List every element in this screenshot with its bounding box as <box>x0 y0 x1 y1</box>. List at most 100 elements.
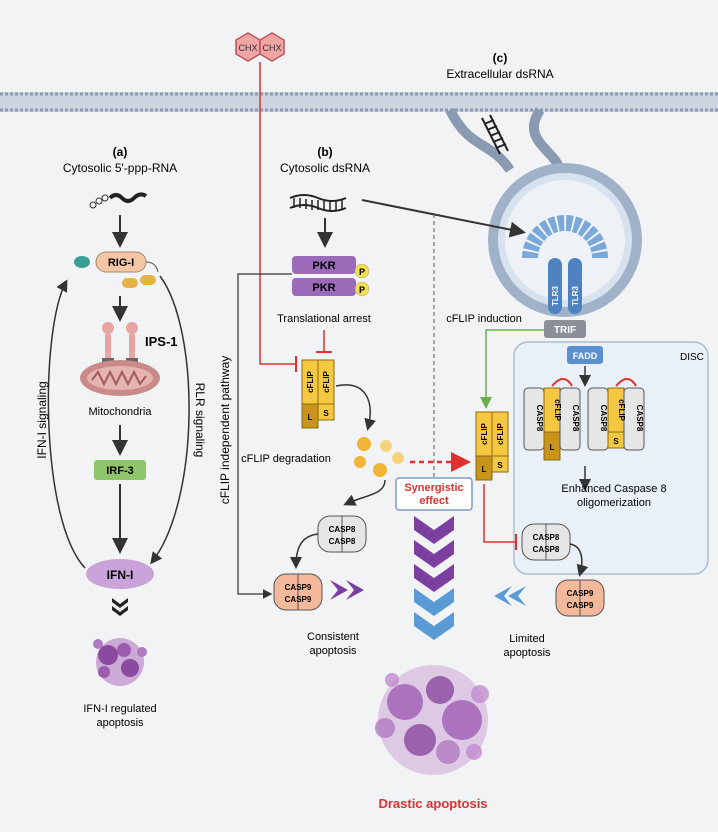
mitochondria-icon <box>80 360 160 396</box>
rig-i-protein: RIG-I <box>74 251 159 288</box>
induction-arrow <box>480 329 544 409</box>
chx-inhibition-line <box>259 62 296 365</box>
cflip-degradation-label: cFLIP degradation <box>241 453 331 465</box>
cflip-b-s: S <box>323 409 329 418</box>
cflip-degradation-dots <box>354 437 404 477</box>
ppp-rna-icon <box>89 192 148 209</box>
rlr-signaling-label: RLR signaling <box>193 383 207 458</box>
casp9-dimer-b: CASP9 CASP9 <box>273 573 323 611</box>
apoptosis-cell-a <box>93 638 147 686</box>
tlr3-label-2: TLR3 <box>571 285 580 306</box>
disc-complex-right: CASP8 cFLIP S CASP8 <box>587 378 645 451</box>
disc-complex-left: CASP8 cFLIP L CASP8 <box>523 378 581 461</box>
synergy-line2: effect <box>419 495 449 507</box>
extracellular-dsrna-icon <box>481 114 509 155</box>
panel-b-letter: (b) <box>317 145 332 159</box>
disc-l-casp8-2: CASP8 <box>571 405 580 432</box>
phospho-label-top: P <box>359 267 365 277</box>
casp9-c-label-1: CASP9 <box>567 589 594 598</box>
disc-l-l: L <box>550 443 555 452</box>
disc-l-cflip: cFLIP <box>553 399 562 421</box>
synergy-line1: Synergistic <box>404 482 463 494</box>
casp9-dimer-c: CASP9 CASP9 <box>555 579 605 617</box>
cflip-c-label-1: cFLIP <box>480 422 489 444</box>
ips-1-protein: IPS-1 <box>102 322 178 364</box>
cell-membrane <box>0 92 718 112</box>
disc-r-cflip: cFLIP <box>617 399 626 421</box>
disc-r-casp8-2: CASP8 <box>635 405 644 432</box>
casp9-b-label-1: CASP9 <box>285 583 312 592</box>
disc-label: DISC <box>680 352 704 363</box>
cflip-c-l: L <box>482 465 487 474</box>
ifn-i-label: IFN-I <box>107 568 134 582</box>
mitochondria-label: Mitochondria <box>89 406 153 418</box>
disc-r-s: S <box>613 437 619 446</box>
casp9-b-label-2: CASP9 <box>285 595 312 604</box>
translational-arrest-label: Translational arrest <box>277 313 371 325</box>
enhanced-line1: Enhanced Caspase 8 <box>561 483 666 495</box>
cflip-c-label-2: cFLIP <box>496 422 505 444</box>
cflip-b-l: L <box>308 413 313 422</box>
cflip-b-label-1: cFLIP <box>306 370 315 392</box>
trif-label: TRIF <box>554 325 576 336</box>
consistent-label-2: apoptosis <box>309 645 357 657</box>
chx-molecules: CHX CHX <box>235 32 285 62</box>
ifn-result-line2: apoptosis <box>96 717 144 729</box>
synergy-chevrons-icon <box>414 516 454 640</box>
dsrna-to-endosome-arrow <box>361 199 526 238</box>
ifn-result-line1: IFN-I regulated <box>83 703 156 715</box>
trif-box <box>544 320 586 338</box>
disc-r-casp8-1: CASP8 <box>599 405 608 432</box>
rlr-signaling-loop <box>150 275 190 565</box>
pkr-label-bottom: PKR <box>312 282 335 294</box>
casp8-b-label-1: CASP8 <box>329 525 356 534</box>
consistent-label-1: Consistent <box>307 631 359 643</box>
tlr3-label-1: TLR3 <box>551 285 560 306</box>
ifn-signaling-label: IFN-I signaling <box>35 381 49 458</box>
cflip-protein-c: cFLIP cFLIP S L <box>475 411 509 481</box>
panel-a-letter: (a) <box>113 145 128 159</box>
chx-label-2: CHX <box>262 43 281 53</box>
pkr-dimer: PKR PKR P P <box>292 256 370 297</box>
phospho-label-bottom: P <box>359 285 365 295</box>
cflip-independent-line <box>237 273 292 599</box>
fadd-box <box>567 346 603 364</box>
tlr3-receptor: TLR3 TLR3 <box>522 215 608 314</box>
cflip-c-s: S <box>497 461 503 470</box>
ifn-i-box <box>86 559 154 589</box>
casp8-dimer-c: CASP8 CASP8 <box>521 523 571 561</box>
casp8-c-label-2: CASP8 <box>533 545 560 554</box>
panel-b-title: Cytosolic dsRNA <box>280 161 370 175</box>
cflip-c-inhibition <box>483 484 516 543</box>
cflip-induction-label: cFLIP induction <box>446 313 522 325</box>
casp8-c-label-1: CASP8 <box>533 533 560 542</box>
chevron-down-icon <box>112 598 128 616</box>
enhanced-line2: oligomerization <box>577 497 651 509</box>
drastic-apoptosis-label: Drastic apoptosis <box>378 796 487 811</box>
synergy-box <box>395 477 473 511</box>
pkr-label-top: PKR <box>312 260 335 272</box>
panel-c-title: Extracellular dsRNA <box>446 67 553 81</box>
limited-label-1: Limited <box>509 633 544 645</box>
fadd-label: FADD <box>573 351 598 361</box>
cflip-independent-label: cFLIP independent pathway <box>218 356 232 505</box>
irf-3-box <box>94 460 146 480</box>
limited-label-2: apoptosis <box>503 647 551 659</box>
cytosolic-dsrna-icon <box>289 194 347 212</box>
chx-label-1: CHX <box>238 43 257 53</box>
ifn-signaling-loop <box>47 279 86 569</box>
panel-a-title: Cytosolic 5'-ppp-RNA <box>63 161 177 175</box>
consistent-chevron-icon <box>330 580 364 600</box>
cflip-b-label-2: cFLIP <box>322 370 331 392</box>
panel-c-letter: (c) <box>493 51 508 65</box>
cflip-protein-b: cFLIP cFLIP S L <box>301 359 335 429</box>
drastic-apoptosis-cell <box>375 665 489 775</box>
disc-l-casp8-1: CASP8 <box>535 405 544 432</box>
casp8-b-label-2: CASP8 <box>329 537 356 546</box>
limited-chevron-icon <box>494 586 526 606</box>
irf-3-label: IRF-3 <box>106 465 134 477</box>
endosome <box>445 107 642 317</box>
ips-1-label: IPS-1 <box>145 334 178 349</box>
casp9-c-label-2: CASP9 <box>567 601 594 610</box>
